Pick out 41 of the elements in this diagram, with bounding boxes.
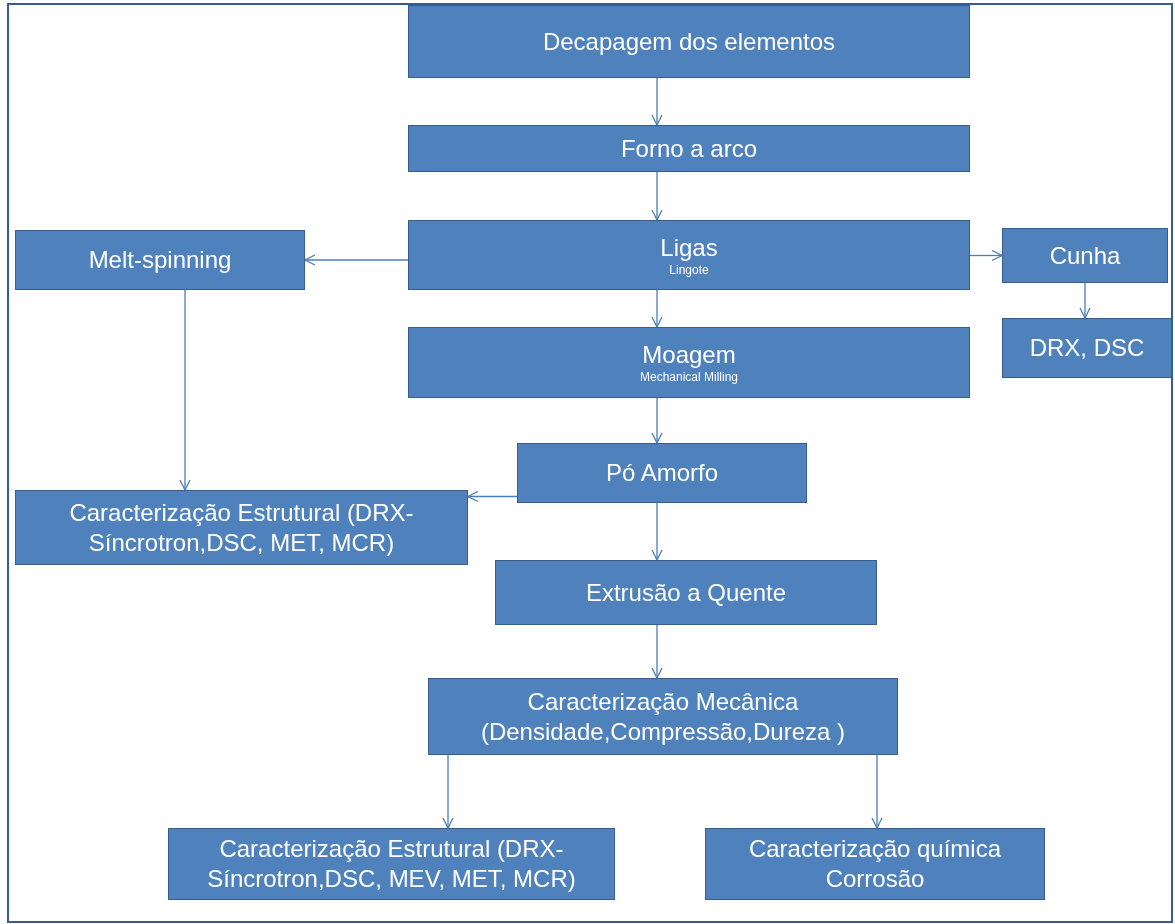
arrow [651,397,663,444]
arrow [467,490,518,503]
box-label: Decapagem dos elementos [542,26,836,57]
arrow [969,249,1003,262]
box-label: Caracterização Estrutural (DRX-Síncrotron,DSC, MEV, MET, MCR) [206,834,577,894]
arrow [651,77,663,126]
box-label: DRX, DSC [1029,333,1145,363]
arrow [871,754,883,829]
box-label: Ligas [660,232,718,263]
process-box [1002,228,1168,283]
process-box [495,560,877,625]
arrow [651,289,663,328]
box-label: Pó Amorfo [605,458,719,488]
process-box [705,828,1045,900]
arrow [651,171,663,221]
box-subtitle: Lingote [669,262,709,278]
box-subtitle: Mechanical Milling [639,370,738,385]
box-label: Melt-spinning [88,245,232,275]
arrow [442,754,454,829]
arrow [651,624,663,679]
process-box [408,125,970,172]
process-box [15,490,468,565]
process-box [15,230,305,290]
box-label: Caracterização Mecânica (Densidade,Compressão,Dureza ) [479,686,847,747]
process-box [408,327,970,398]
process-box [1002,318,1172,378]
process-box [428,678,898,755]
process-box [517,443,807,503]
box-label: Extrusão a Quente [585,577,787,608]
box-label: Caracterização química Corrosão [747,834,1003,894]
arrow [1079,282,1091,319]
process-box [168,828,615,900]
arrow [304,254,409,266]
process-box [408,220,970,290]
box-label: Caracterização Estrutural (DRX-Síncrotron,DSC, MET, MCR) [68,497,415,558]
box-label: Moagem [642,340,736,371]
box-label: Forno a arco [620,133,758,164]
arrow [651,502,663,561]
process-box [408,5,970,78]
arrow [179,289,191,491]
box-label: Cunha [1049,240,1121,271]
